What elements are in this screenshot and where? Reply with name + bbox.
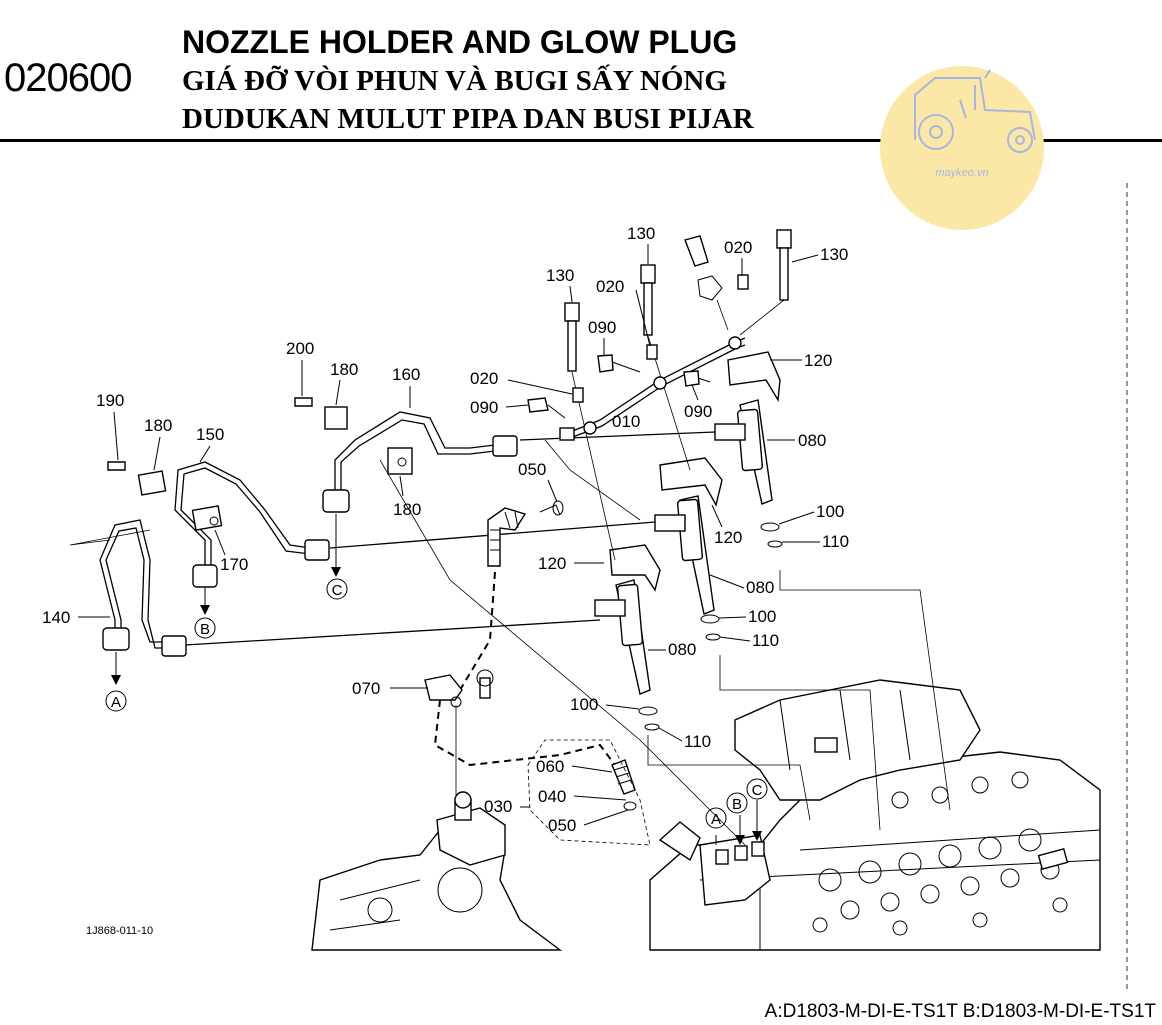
return-hose [487, 500, 564, 567]
gear-housing [311, 791, 563, 951]
label-090-c: 090 [684, 402, 712, 421]
label-090-a: 090 [470, 398, 498, 417]
label-120-b: 120 [714, 528, 742, 547]
part-labels: 010 020 020 020 030 040 050 050 060 070 … [42, 224, 849, 835]
assembly-leaders [69, 439, 951, 846]
washers [638, 522, 783, 731]
callout-b-lower: B [194, 617, 216, 639]
callout-a-pump: A [705, 807, 727, 829]
svg-text:A: A [711, 811, 721, 828]
label-140: 140 [42, 608, 70, 627]
label-090-b: 090 [588, 318, 616, 337]
svg-text:C: C [332, 582, 343, 599]
label-100-a: 100 [816, 502, 844, 521]
label-100-c: 100 [570, 695, 598, 714]
callout-a-lower: A [105, 690, 127, 712]
engine-block [649, 679, 1101, 951]
svg-text:B: B [732, 796, 742, 813]
title-english: NOZZLE HOLDER AND GLOW PLUG [182, 24, 738, 60]
label-170: 170 [220, 555, 248, 574]
callout-c-pump: C [746, 778, 768, 800]
tractor-icon [914, 69, 1036, 153]
injection-pipes [99, 397, 716, 657]
model-applicability-footer: A:D1803-M-DI-E-TS1T B:D1803-M-DI-E-TS1T [764, 1001, 1156, 1022]
title-indonesian: DUDUKAN MULUT PIPA DAN BUSI PIJAR [182, 103, 754, 135]
label-120-c: 120 [538, 554, 566, 573]
label-050-a: 050 [548, 816, 576, 835]
label-080-a: 080 [798, 431, 826, 450]
label-100-b: 100 [748, 607, 776, 626]
callout-c-lower: C [326, 578, 348, 600]
nozzle-holder-right [714, 351, 781, 505]
lead-wire-lower [433, 699, 616, 767]
callout-b-pump: B [726, 792, 748, 814]
label-110-c: 110 [684, 732, 711, 751]
header-rule [0, 139, 1162, 142]
label-010: 010 [612, 412, 640, 431]
label-190: 190 [96, 391, 124, 410]
label-200: 200 [286, 339, 314, 358]
label-180-b: 180 [330, 360, 358, 379]
overflow-pipe [527, 235, 749, 441]
label-180-c: 180 [393, 500, 421, 519]
svg-text:B: B [200, 621, 210, 638]
svg-text:C: C [752, 782, 763, 799]
label-110-b: 110 [752, 631, 779, 650]
label-160: 160 [392, 365, 420, 384]
label-020-b: 020 [596, 277, 624, 296]
label-060: 060 [536, 757, 564, 776]
label-080-b: 080 [746, 578, 774, 597]
glow-plug [424, 669, 637, 811]
watermark-logo: maykeo.vn [880, 66, 1044, 230]
label-120-a: 120 [804, 351, 832, 370]
watermark-text: maykeo.vn [935, 167, 988, 179]
label-130-c: 130 [820, 245, 848, 264]
label-080-c: 080 [668, 640, 696, 659]
label-050-b: 050 [518, 460, 546, 479]
label-040: 040 [538, 787, 566, 806]
label-180-a: 180 [144, 416, 172, 435]
nozzle-holder-middle [654, 457, 723, 615]
label-020-c: 020 [724, 238, 752, 257]
label-150: 150 [196, 425, 224, 444]
label-110-a: 110 [822, 532, 849, 551]
title-vietnamese: GIÁ ĐỠ VÒI PHUN VÀ BUGI SẤY NÓNG [182, 65, 727, 97]
nozzle-holder-left [594, 544, 661, 695]
section-code: 020600 [4, 56, 132, 100]
callout-arrows [111, 514, 762, 845]
glowplug-group-bracket [527, 739, 651, 846]
svg-text:A: A [111, 694, 121, 711]
figure-id: 1J868-011-10 [86, 925, 153, 937]
label-020-a: 020 [470, 369, 498, 388]
label-130-b: 130 [627, 224, 655, 243]
lead-wire-upper [459, 571, 496, 691]
label-030: 030 [484, 797, 512, 816]
label-130-a: 130 [546, 266, 574, 285]
label-070: 070 [352, 679, 380, 698]
